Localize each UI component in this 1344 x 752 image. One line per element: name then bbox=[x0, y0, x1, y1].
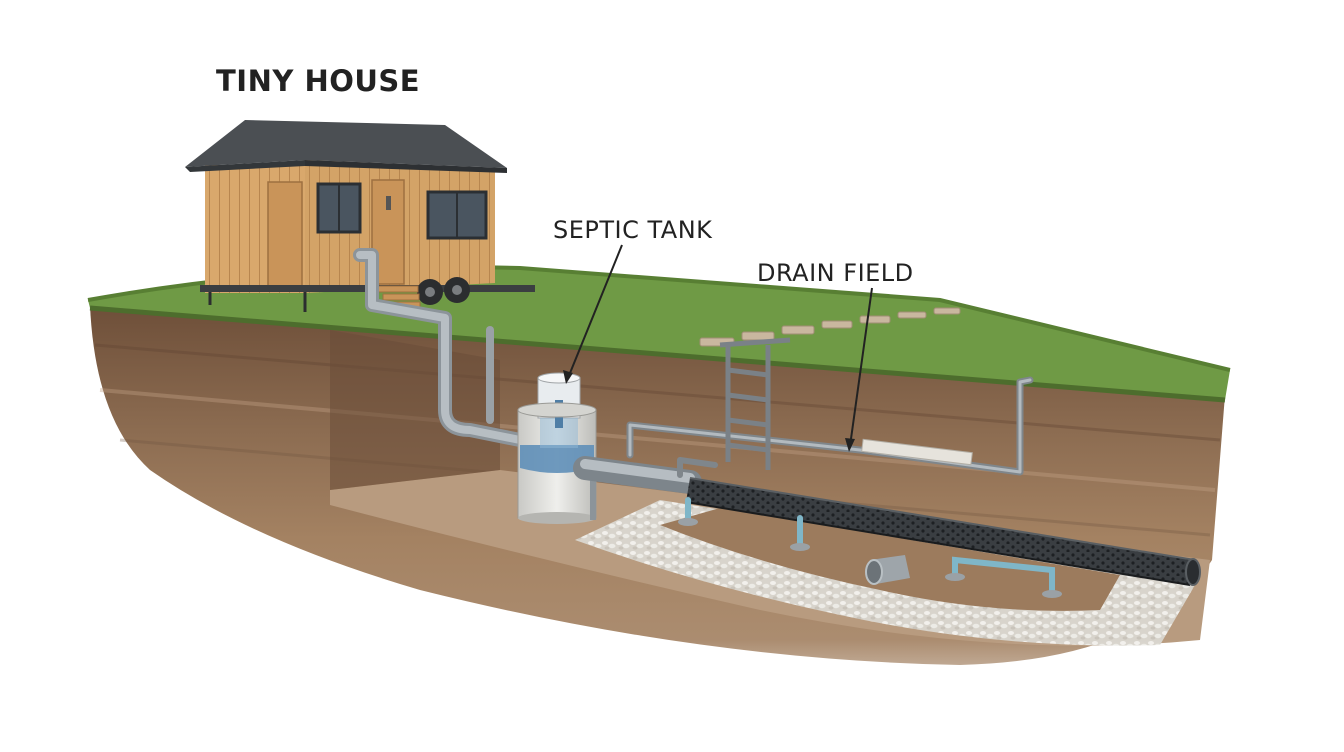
label-septic-tank: SEPTIC TANK bbox=[553, 216, 713, 244]
label-tiny-house: TINY HOUSE bbox=[216, 64, 421, 98]
perforated-drain-pipe bbox=[685, 477, 1201, 586]
drain-field-leader bbox=[849, 287, 873, 447]
label-drain-field: DRAIN FIELD bbox=[757, 259, 914, 287]
outlet-pipe bbox=[573, 456, 702, 494]
septic-tank-leader bbox=[567, 244, 623, 379]
house-drain-pipe bbox=[353, 248, 527, 447]
septic-tank bbox=[517, 372, 597, 524]
riser-bases bbox=[678, 518, 1062, 598]
excavation-pit bbox=[330, 330, 500, 490]
drain-field-arrowhead bbox=[845, 438, 855, 452]
drain-field-risers bbox=[685, 497, 1055, 595]
filter-sleeve bbox=[861, 438, 973, 466]
side-door bbox=[267, 181, 303, 289]
tiny-house bbox=[185, 120, 535, 312]
bottom-fade bbox=[0, 640, 1344, 752]
roof bbox=[185, 120, 507, 168]
loose-pipe-section bbox=[865, 555, 910, 585]
septic-tank-arrowhead bbox=[563, 370, 573, 384]
inspection-ladder bbox=[719, 337, 791, 470]
